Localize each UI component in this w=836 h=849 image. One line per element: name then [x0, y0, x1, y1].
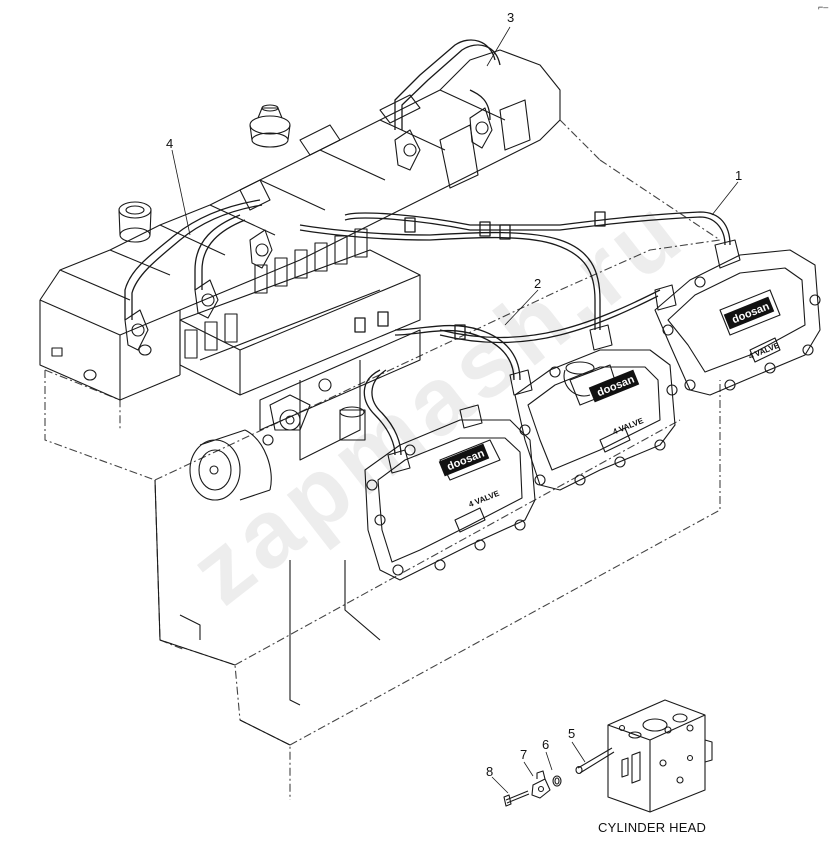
callout-2: 2	[534, 276, 541, 291]
callout-numbers: 1 2 3 4 5 6 7 8	[166, 10, 742, 779]
callout-5: 5	[568, 726, 575, 741]
rocker-cover-rear	[654, 249, 821, 396]
cylinder-head-inset	[503, 699, 713, 813]
valve-text-middle: 4 VALVE	[611, 416, 645, 437]
callout-6: 6	[542, 737, 549, 752]
rocker-cover-front	[364, 419, 536, 581]
injectors-right-bank	[387, 239, 741, 474]
callout-3: 3	[507, 10, 514, 25]
corner-mark: ⌐–	[818, 2, 829, 12]
callout-8: 8	[486, 764, 493, 779]
breather-cap	[118, 201, 152, 243]
callout-7: 7	[520, 747, 527, 762]
block-lower-section	[154, 479, 381, 746]
rocker-cover-bolts	[366, 276, 821, 576]
injectors-left-bank	[124, 107, 493, 351]
injection-pump	[179, 228, 421, 461]
fuel-injection-pipes	[124, 39, 731, 456]
oil-filler-cap	[249, 104, 291, 148]
callout-4: 4	[166, 136, 173, 151]
callout-1: 1	[735, 168, 742, 183]
front-pulley	[189, 429, 272, 501]
callout-leaders	[171, 26, 739, 794]
valve-text-front: 4 VALVE	[467, 488, 501, 509]
inset-caption: CYLINDER HEAD	[598, 820, 707, 835]
